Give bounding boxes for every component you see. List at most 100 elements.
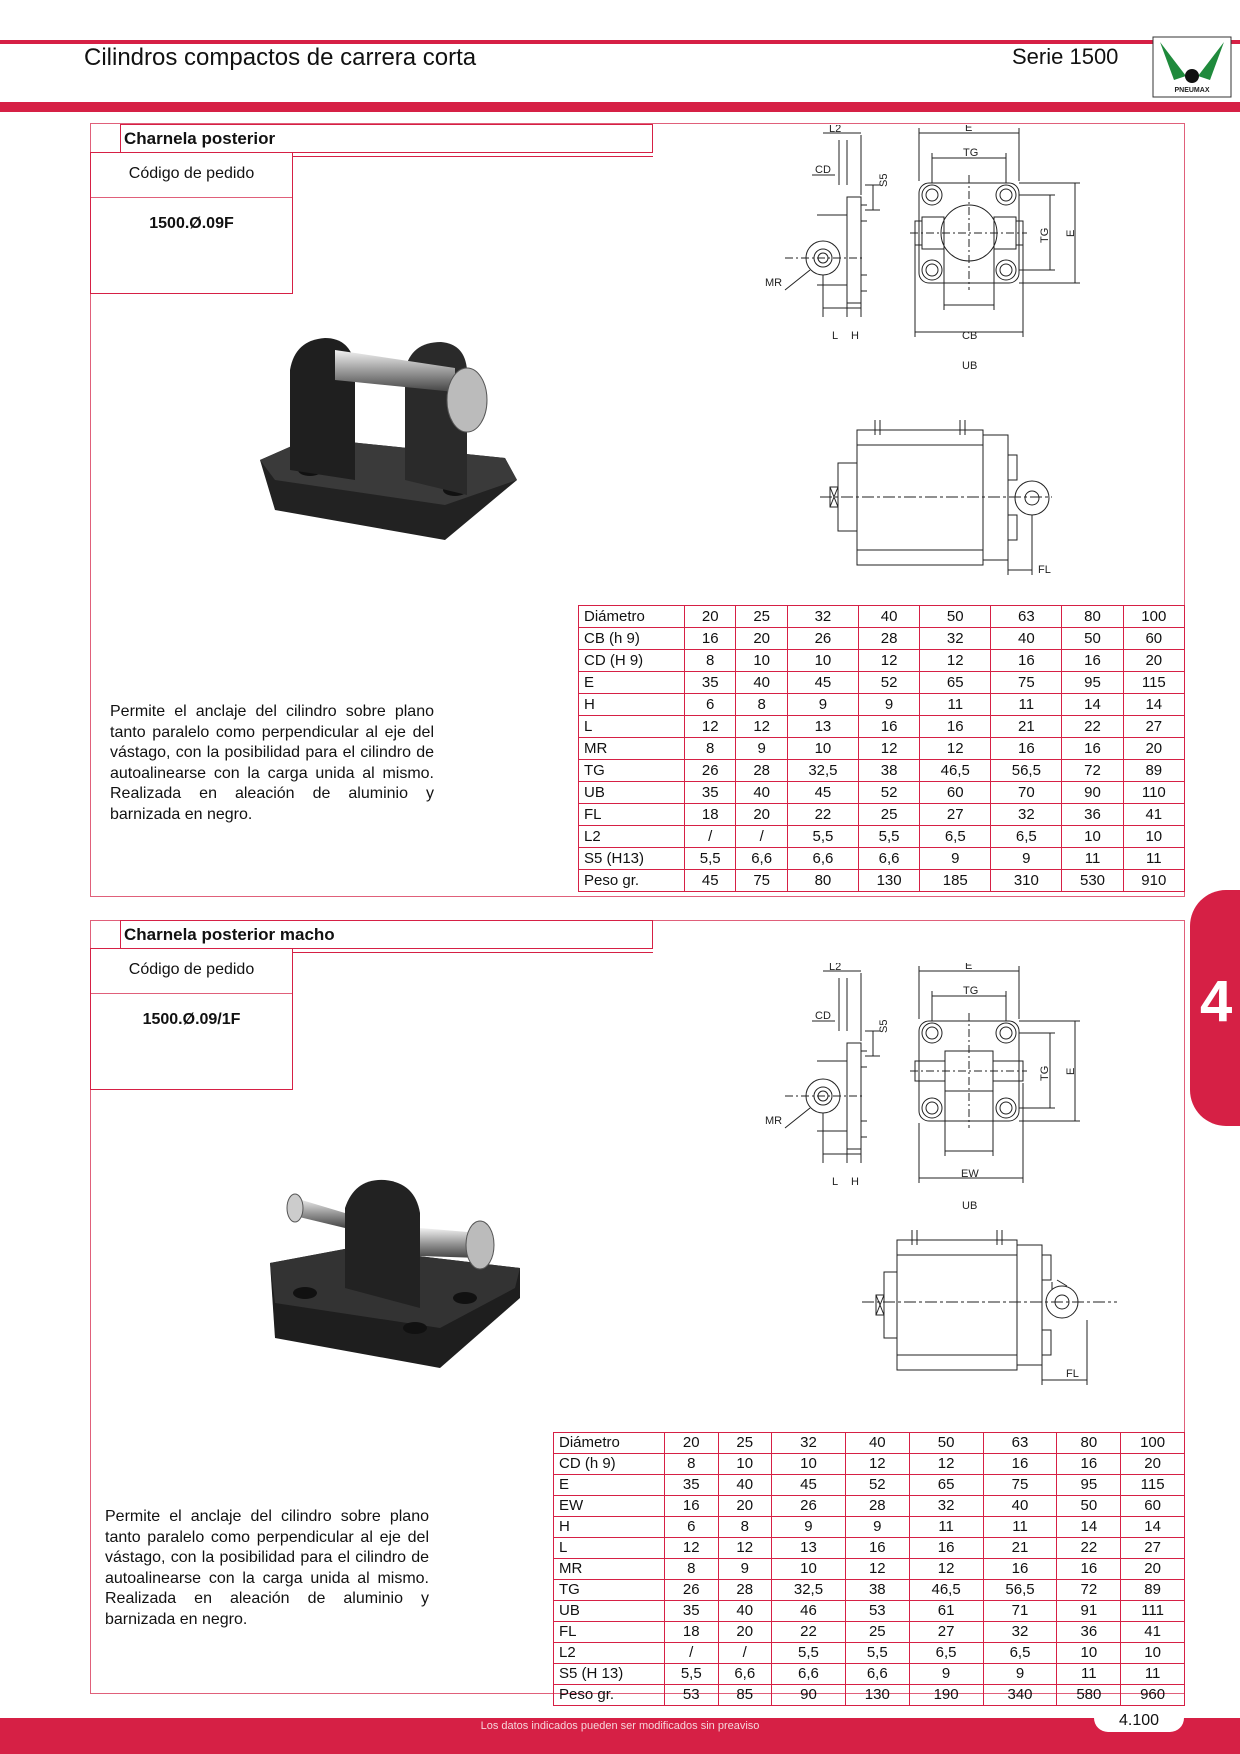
table-cell: 9 bbox=[857, 693, 921, 716]
table-cell: 16 bbox=[1056, 1558, 1122, 1580]
table-cell: 20 bbox=[735, 803, 788, 826]
table-cell: 32,5 bbox=[771, 1579, 846, 1601]
table-cell: 960 bbox=[1120, 1684, 1185, 1706]
table-cell: 60 bbox=[1122, 627, 1186, 650]
table-cell: 25 bbox=[857, 803, 921, 826]
table-cell: 90 bbox=[771, 1684, 846, 1706]
table-cell: 63 bbox=[990, 605, 1063, 628]
dim-label-h: H bbox=[851, 330, 859, 342]
table-cell: 10 bbox=[1061, 825, 1124, 848]
table-cell: 6,5 bbox=[908, 1642, 984, 1664]
table-cell: 75 bbox=[982, 1474, 1058, 1496]
table-cell: 16 bbox=[990, 649, 1063, 672]
table-cell: 80 bbox=[1056, 1432, 1122, 1454]
table-cell: 45 bbox=[786, 781, 859, 804]
table-cell: 8 bbox=[683, 649, 737, 672]
table-cell: 61 bbox=[908, 1600, 984, 1622]
table-cell: 8 bbox=[664, 1453, 719, 1475]
dim-label-mid: CB bbox=[962, 330, 977, 342]
table-cell: 20 bbox=[1122, 737, 1186, 760]
row-label: CB (h 9) bbox=[578, 627, 685, 650]
table-cell: 26 bbox=[771, 1495, 846, 1517]
table-cell: 16 bbox=[1061, 737, 1124, 760]
row-label: L2 bbox=[578, 825, 685, 848]
table-cell: 14 bbox=[1120, 1516, 1185, 1538]
table-cell: 12 bbox=[844, 1453, 910, 1475]
table-cell: 28 bbox=[857, 627, 921, 650]
table-cell: 22 bbox=[1056, 1537, 1122, 1559]
table-cell: 185 bbox=[919, 869, 992, 892]
table-cell: 6,6 bbox=[771, 1663, 846, 1685]
table-cell: 9 bbox=[990, 847, 1063, 870]
dim-label-cd: CD bbox=[815, 164, 831, 176]
table-cell: 95 bbox=[1056, 1474, 1122, 1496]
table-cell: 46 bbox=[771, 1600, 846, 1622]
table-cell: 10 bbox=[1122, 825, 1186, 848]
technical-drawing-top-1: FL bbox=[820, 420, 1052, 576]
row-label: Diámetro bbox=[578, 605, 685, 628]
table-cell: 11 bbox=[982, 1516, 1058, 1538]
table-cell: 10 bbox=[771, 1558, 846, 1580]
table-cell: 9 bbox=[735, 737, 788, 760]
table-cell: 89 bbox=[1122, 759, 1186, 782]
table-cell: 20 bbox=[1122, 649, 1186, 672]
dim-label-l: L bbox=[832, 1176, 838, 1188]
table-cell: 6,6 bbox=[857, 847, 921, 870]
table-cell: 11 bbox=[908, 1516, 984, 1538]
row-label: S5 (H 13) bbox=[553, 1663, 665, 1685]
row-label: S5 (H13) bbox=[578, 847, 685, 870]
table-cell: 18 bbox=[664, 1621, 719, 1643]
dim-label-ub: UB bbox=[962, 360, 977, 372]
dim-label-l: L bbox=[832, 330, 838, 342]
order-code: 1500.Ø.09/1F bbox=[142, 1011, 241, 1028]
dim-label-tg-top: TG bbox=[963, 147, 978, 159]
order-divider bbox=[91, 197, 292, 198]
row-label: UB bbox=[553, 1600, 665, 1622]
table-cell: 35 bbox=[683, 671, 737, 694]
table-cell: 26 bbox=[786, 627, 859, 650]
table-cell: 580 bbox=[1056, 1684, 1122, 1706]
table-cell: 56,5 bbox=[990, 759, 1063, 782]
table-cell: 32 bbox=[771, 1432, 846, 1454]
table-cell: 11 bbox=[1122, 847, 1186, 870]
table-cell: 75 bbox=[990, 671, 1063, 694]
table-cell: 13 bbox=[786, 715, 859, 738]
row-label: Diámetro bbox=[553, 1432, 665, 1454]
table-cell: 22 bbox=[786, 803, 859, 826]
table-cell: 72 bbox=[1061, 759, 1124, 782]
row-label: MR bbox=[553, 1558, 665, 1580]
table-cell: 11 bbox=[990, 693, 1063, 716]
table-cell: 21 bbox=[990, 715, 1063, 738]
table-cell: 16 bbox=[919, 715, 992, 738]
dim-label-mid: EW bbox=[961, 1168, 979, 1180]
table-cell: 28 bbox=[717, 1579, 772, 1601]
table-cell: 16 bbox=[664, 1495, 719, 1517]
dim-label-e-top: E bbox=[965, 125, 972, 134]
table-cell: 95 bbox=[1061, 671, 1124, 694]
row-label: TG bbox=[553, 1579, 665, 1601]
page-title: Cilindros compactos de carrera corta bbox=[84, 44, 477, 71]
table-cell: 80 bbox=[786, 869, 859, 892]
row-label: CD (H 9) bbox=[578, 649, 685, 672]
table-cell: 32 bbox=[982, 1621, 1058, 1643]
dim-label-tg-side: TG bbox=[1039, 1066, 1051, 1081]
row-label: CD (h 9) bbox=[553, 1453, 665, 1475]
row-label: UB bbox=[578, 781, 685, 804]
dim-label-l2: L2 bbox=[829, 963, 841, 973]
table-cell: 340 bbox=[982, 1684, 1058, 1706]
table-cell: 89 bbox=[1120, 1579, 1185, 1601]
product-photo-2 bbox=[270, 1179, 520, 1368]
table-cell: 9 bbox=[786, 693, 859, 716]
table-cell: 6,6 bbox=[786, 847, 859, 870]
table-cell: 27 bbox=[1120, 1537, 1185, 1559]
